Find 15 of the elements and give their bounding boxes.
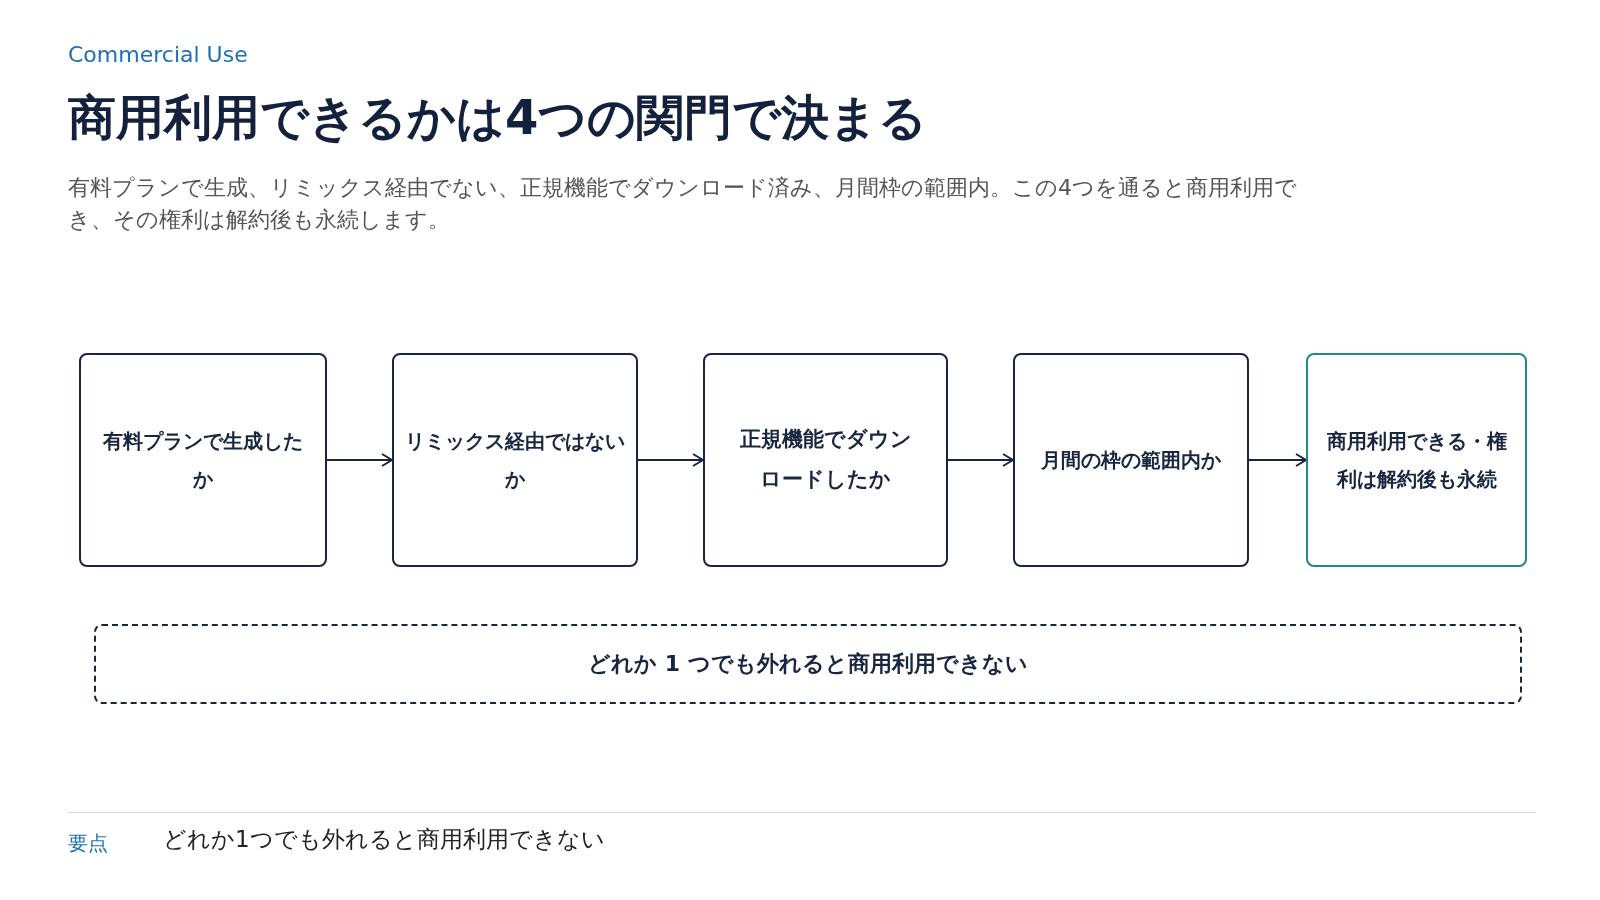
arrow xyxy=(637,453,704,467)
arrow xyxy=(947,453,1014,467)
title: 商用利用できるかは4つの関門で決まる xyxy=(68,88,928,147)
key-point-text: どれか1つでも外れると商用利用できない xyxy=(163,825,605,854)
arrow xyxy=(326,453,393,467)
step-box: 月間の枠の範囲内か xyxy=(1013,353,1249,567)
key-point-label: 要点 xyxy=(68,830,108,857)
section-label: Commercial Use xyxy=(68,42,248,67)
arrow xyxy=(1248,453,1307,467)
step-box: リミックス経由ではないか xyxy=(392,353,638,567)
subtitle: 有料プランで生成、リミックス経由でない、正規機能でダウンロード済み、月間枠の範囲内。この4つを通ると商用利用でき、その権利は解約後も永続します。 xyxy=(68,174,1298,234)
step-box: 正規機能でダウンロードしたか xyxy=(703,353,948,567)
note-box: どれか 1 つでも外れると商用利用できない xyxy=(94,624,1522,704)
result-box: 商用利用できる・権利は解約後も永続 xyxy=(1306,353,1527,567)
step-box: 有料プランで生成したか xyxy=(79,353,327,567)
